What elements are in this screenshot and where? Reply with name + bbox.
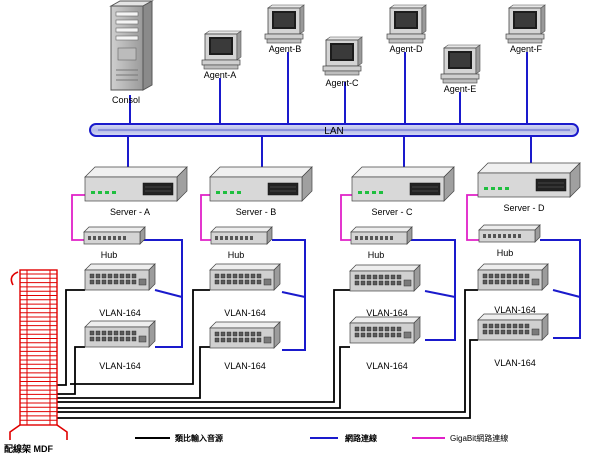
- hub-unit: [478, 224, 541, 243]
- hub-label: Hub: [368, 250, 385, 260]
- legend-label-network: 網路連線: [345, 433, 377, 443]
- vlan-label: VLAN-164: [99, 361, 141, 371]
- vlan-label: VLAN-164: [366, 308, 408, 318]
- agent-label: Agent-F: [510, 44, 543, 54]
- mdf-rack: 配線架 MDF: [4, 269, 68, 454]
- lan-label: LAN: [324, 126, 343, 137]
- vlan-label: VLAN-164: [224, 361, 266, 371]
- console-tower: Consol: [109, 0, 154, 105]
- legend-label-analog: 類比輸入音源: [174, 433, 223, 443]
- server-label: Server - B: [236, 207, 277, 217]
- vlan-label: VLAN-164: [366, 361, 408, 371]
- agent-label: Agent-B: [269, 44, 302, 54]
- vlan-label: VLAN-164: [494, 305, 536, 315]
- vlan-label: VLAN-164: [494, 358, 536, 368]
- server-label: Server - C: [371, 207, 413, 217]
- hub-unit: [210, 226, 273, 245]
- agent-pc: Agent-F: [505, 4, 546, 54]
- hub-label: Hub: [228, 250, 245, 260]
- hub-unit: [350, 226, 413, 245]
- hub-label: Hub: [101, 250, 118, 260]
- legend: 類比輸入音源 網路連線 GigaBit網路連線: [135, 433, 508, 443]
- server-unit: [351, 166, 455, 202]
- vlan-label: VLAN-164: [99, 308, 141, 318]
- agent-pc: Agent-A: [201, 30, 242, 80]
- console-label: Consol: [112, 95, 140, 105]
- server-label: Server - A: [110, 207, 150, 217]
- server-unit: [477, 162, 581, 198]
- agent-pc: Agent-D: [386, 4, 427, 54]
- agent-label: Agent-A: [204, 70, 237, 80]
- agent-label: Agent-E: [444, 84, 477, 94]
- vlan-switch: [209, 321, 281, 349]
- vlan-switch: [209, 263, 281, 291]
- vlan-switch: [477, 313, 549, 341]
- legend-label-gigabit: GigaBit網路連線: [450, 433, 508, 443]
- agent-pc: Agent-B: [264, 4, 305, 54]
- vlan-switch: [349, 264, 421, 292]
- agent-label: Agent-C: [325, 78, 359, 88]
- server-unit: [209, 166, 313, 202]
- vlan-switch: [477, 263, 549, 291]
- agent-pc: Agent-E: [440, 44, 481, 94]
- agent-pc: Agent-C: [322, 36, 363, 88]
- lan-backbone: LAN: [89, 123, 579, 137]
- vlan-label: VLAN-164: [224, 308, 266, 318]
- hub-label: Hub: [497, 248, 514, 258]
- mdf-label: 配線架 MDF: [4, 443, 53, 454]
- vlan-switch: [349, 316, 421, 344]
- server-label: Server - D: [503, 203, 545, 213]
- vlan-switch: [84, 320, 156, 348]
- vlan-switch: [84, 263, 156, 291]
- agent-label: Agent-D: [389, 44, 423, 54]
- server-unit: [84, 166, 188, 202]
- hub-unit: [83, 226, 146, 245]
